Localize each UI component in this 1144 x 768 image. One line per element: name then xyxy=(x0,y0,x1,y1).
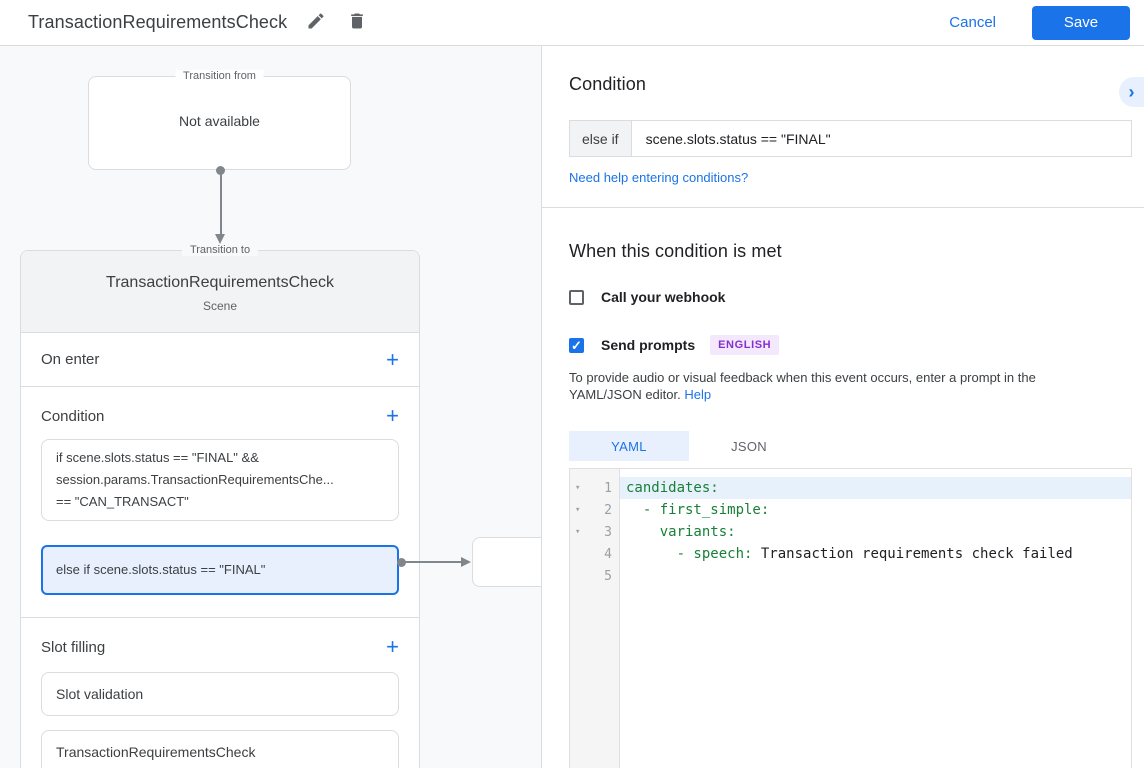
section-condition: Condition + if scene.slots.status == "FI… xyxy=(21,387,419,618)
when-met-heading: When this condition is met xyxy=(569,241,782,261)
transition-from-content: Not available xyxy=(179,113,260,129)
condition-item-selected[interactable]: else if scene.slots.status == "FINAL" xyxy=(41,545,399,595)
main-area: Transition from Not available Transition… xyxy=(0,46,1144,768)
scene-card-header[interactable]: TransactionRequirementsCheck Scene xyxy=(21,251,419,333)
chevron-right-icon: › xyxy=(1128,82,1135,102)
gutter-row: ▾ 3 xyxy=(570,521,619,543)
editor-gutter: ▾ 1 ▾ 2 ▾ 3 4 xyxy=(570,469,620,768)
condition-item[interactable]: if scene.slots.status == "FINAL" && sess… xyxy=(41,439,399,521)
transition-target-box[interactable] xyxy=(472,537,541,587)
code-line xyxy=(620,565,1131,587)
gutter-row: ▾ 2 xyxy=(570,499,619,521)
scene-card: Transition to TransactionRequirementsChe… xyxy=(20,244,420,768)
pencil-icon xyxy=(306,11,326,34)
transition-from-box: Transition from Not available xyxy=(88,70,351,170)
line-number: 1 xyxy=(604,480,612,496)
flow-canvas: Transition from Not available Transition… xyxy=(0,46,541,768)
delete-button[interactable] xyxy=(345,11,369,35)
code-line: candidates: xyxy=(620,477,1131,499)
condition-prefix: else if xyxy=(570,121,632,156)
code-line: variants: xyxy=(620,521,1131,543)
fold-icon[interactable]: ▾ xyxy=(575,483,581,493)
add-slot-button[interactable]: + xyxy=(386,634,399,659)
tab-yaml[interactable]: YAML xyxy=(569,431,689,461)
connector-line xyxy=(403,561,461,563)
code-key: candidates: xyxy=(626,480,719,496)
add-condition-button[interactable]: + xyxy=(386,403,399,428)
fold-icon[interactable]: ▾ xyxy=(575,505,581,515)
helper-text-body: To provide audio or visual feedback when… xyxy=(569,370,1036,402)
line-number: 4 xyxy=(604,546,612,562)
connector-dot xyxy=(397,557,406,567)
webhook-checkbox[interactable] xyxy=(569,289,584,305)
tab-json[interactable]: JSON xyxy=(731,438,767,454)
scene-card-title: TransactionRequirementsCheck xyxy=(106,274,334,291)
webhook-label: Call your webhook xyxy=(601,289,726,305)
webhook-row: Call your webhook xyxy=(569,289,1132,305)
editor-tabs: YAML JSON xyxy=(569,431,1132,461)
condition-expression-input[interactable] xyxy=(631,121,1131,156)
slot-item[interactable]: TransactionRequirementsCheck xyxy=(41,730,399,768)
code-value: Transaction requirements check failed xyxy=(752,546,1073,562)
code-line: - speech: Transaction requirements check… xyxy=(620,543,1131,565)
panel-condition-heading: Condition xyxy=(569,74,646,94)
arrowhead-icon xyxy=(461,556,471,567)
prompts-label: Send prompts xyxy=(601,337,696,353)
top-bar: TransactionRequirementsCheck Cancel Save xyxy=(0,0,1144,46)
prompts-checkbox[interactable]: ✓ xyxy=(569,337,584,353)
gutter-row: ▾ 1 xyxy=(570,477,619,499)
add-on-enter-button[interactable]: + xyxy=(386,346,399,372)
conditions-help-link[interactable]: Need help entering conditions? xyxy=(569,170,749,185)
save-button[interactable]: Save xyxy=(1032,5,1130,40)
help-link[interactable]: Help xyxy=(684,387,712,402)
collapse-panel-button[interactable]: › xyxy=(1119,77,1144,107)
condition-item-line: session.params.TransactionRequirementsCh… xyxy=(56,472,334,487)
condition-editor-section: Condition › else if Need help entering c… xyxy=(542,46,1144,208)
code-key: - speech: xyxy=(626,546,753,562)
code-key: - first_simple: xyxy=(626,502,770,518)
when-met-section: When this condition is met Call your web… xyxy=(542,208,1144,768)
checkmark-icon: ✓ xyxy=(571,337,582,353)
fold-icon[interactable]: ▾ xyxy=(575,527,581,537)
scene-card-subtitle: Scene xyxy=(202,299,238,313)
condition-item-text: else if scene.slots.status == "FINAL" xyxy=(56,562,266,577)
condition-expression-row: else if xyxy=(569,120,1132,157)
condition-item-line: if scene.slots.status == "FINAL" && xyxy=(56,450,259,465)
condition-label: Condition xyxy=(41,407,105,425)
transition-to-label: Transition to xyxy=(181,244,259,256)
slot-item[interactable]: Slot validation xyxy=(41,672,399,716)
code-line: - first_simple: xyxy=(620,499,1131,521)
section-slot-filling: Slot filling + Slot validation Transacti… xyxy=(21,618,419,768)
line-number: 5 xyxy=(604,568,612,584)
trash-icon xyxy=(347,11,367,34)
connector-line xyxy=(220,170,222,236)
prompts-helper-text: To provide audio or visual feedback when… xyxy=(569,369,1109,403)
code-editor[interactable]: ▾ 1 ▾ 2 ▾ 3 4 xyxy=(569,468,1132,768)
section-on-enter: On enter + xyxy=(21,333,419,387)
cancel-button[interactable]: Cancel xyxy=(949,14,996,31)
line-number: 2 xyxy=(604,502,612,518)
flow-arrow-down xyxy=(214,166,227,248)
code-key: variants: xyxy=(626,524,736,540)
gutter-row: 4 xyxy=(570,543,619,565)
on-enter-label: On enter xyxy=(41,351,100,368)
edit-button[interactable] xyxy=(304,11,328,35)
prompts-row: ✓ Send prompts ENGLISH xyxy=(569,335,1132,355)
language-badge: ENGLISH xyxy=(710,335,780,355)
page-title: TransactionRequirementsCheck xyxy=(28,12,288,32)
code-area[interactable]: candidates: - first_simple: variants: - … xyxy=(620,469,1131,768)
arrowhead-icon xyxy=(215,234,225,244)
condition-item-line: == "CAN_TRANSACT" xyxy=(56,494,189,509)
transition-from-label: Transition from xyxy=(175,70,264,82)
slot-filling-label: Slot filling xyxy=(41,638,106,656)
condition-panel: Condition › else if Need help entering c… xyxy=(541,46,1144,768)
gutter-row: 5 xyxy=(570,565,619,587)
condition-connector xyxy=(397,555,472,569)
line-number: 3 xyxy=(604,524,612,540)
